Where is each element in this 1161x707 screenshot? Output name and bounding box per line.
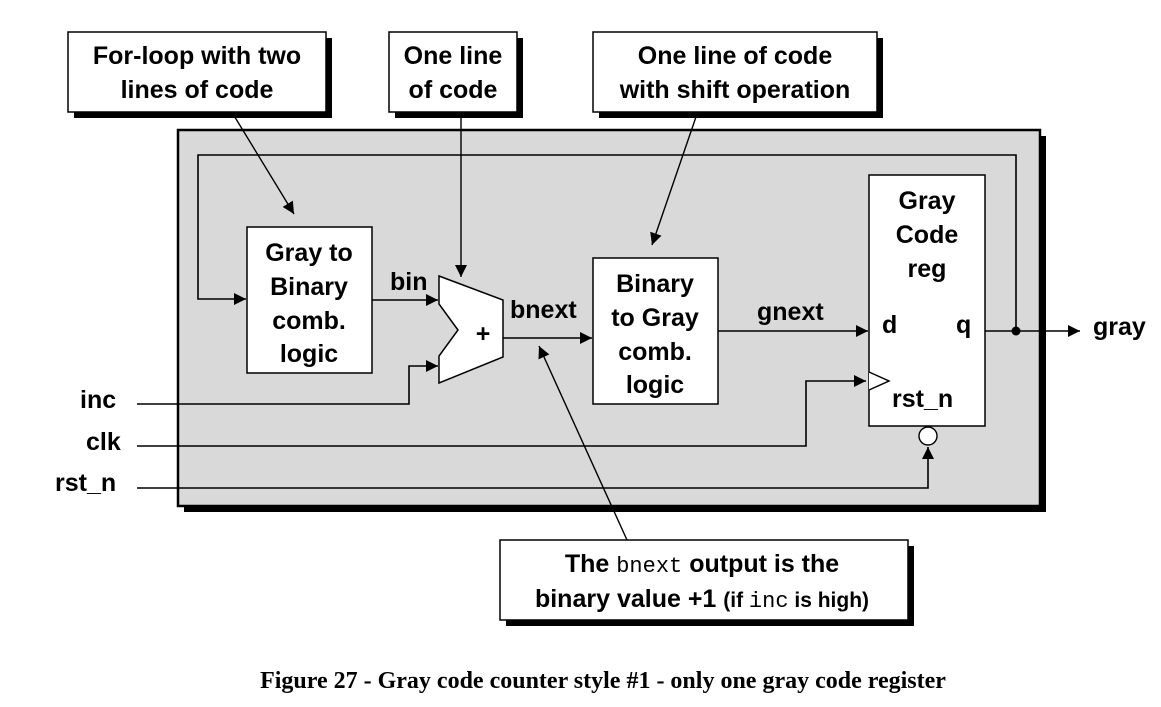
gray-to-binary-block: Gray to Binary comb. logic	[246, 226, 373, 374]
oneline-line2: of code	[409, 76, 498, 104]
adder-plus: +	[476, 320, 491, 348]
gray-code-register: Gray Code reg d q rst_n	[868, 174, 986, 446]
shift-line1: One line of code	[638, 42, 833, 70]
oneline-line1: One line	[404, 42, 503, 70]
forloop-pointer	[232, 113, 295, 215]
g2b-line1: Gray to	[265, 239, 353, 267]
bnext-note-line2: binary value +1 (if inc is high)	[535, 585, 869, 614]
reg-d-port: d	[882, 311, 897, 339]
adder: +	[438, 274, 504, 385]
callout-oneline: One line of code	[388, 31, 523, 118]
b2g-line1: Binary	[616, 270, 694, 298]
callout-bnext-note: The bnext output is the binary value +1 …	[499, 539, 914, 626]
junction-dot	[1011, 326, 1021, 336]
callout-forloop: For-loop with two lines of code	[67, 31, 332, 118]
g2b-line2: Binary	[270, 273, 348, 301]
reg-q-port: q	[956, 311, 971, 339]
gray-label: gray	[1093, 313, 1146, 341]
rst-n-wire	[137, 447, 934, 489]
clk-wire	[137, 375, 866, 447]
b2g-line3: comb.	[618, 338, 692, 366]
callout-shift: One line of code with shift operation	[592, 31, 883, 118]
inc-wire	[137, 360, 438, 405]
reg-line3: reg	[908, 255, 947, 283]
bnext-label: bnext	[510, 296, 577, 324]
bnext-note-line1: The bnext output is the	[565, 550, 839, 579]
inc-label: inc	[80, 386, 116, 414]
binary-to-gray-block: Binary to Gray comb. logic	[592, 257, 719, 405]
reg-line1: Gray	[899, 187, 956, 215]
reg-rst-port: rst_n	[892, 385, 953, 413]
bin-label: bin	[390, 268, 428, 296]
bnext-note-pointer	[538, 345, 628, 541]
rst-n-label: rst_n	[55, 469, 116, 497]
b2g-line4: logic	[626, 371, 684, 399]
forloop-line2: lines of code	[121, 76, 274, 104]
g2b-line3: comb.	[272, 307, 346, 335]
reset-bubble	[918, 426, 938, 446]
feedback-wire	[197, 154, 1017, 331]
b2g-line2: to Gray	[611, 304, 699, 332]
forloop-line1: For-loop with two	[93, 42, 301, 70]
g2b-line4: logic	[280, 340, 338, 368]
gnext-label: gnext	[757, 298, 824, 326]
shift-line2: with shift operation	[619, 76, 851, 104]
reg-line2: Code	[896, 221, 959, 249]
clock-triangle	[868, 371, 891, 391]
shift-pointer	[650, 113, 698, 246]
figure-caption: Figure 27 - Gray code counter style #1 -…	[260, 668, 946, 694]
clk-label: clk	[86, 428, 121, 456]
